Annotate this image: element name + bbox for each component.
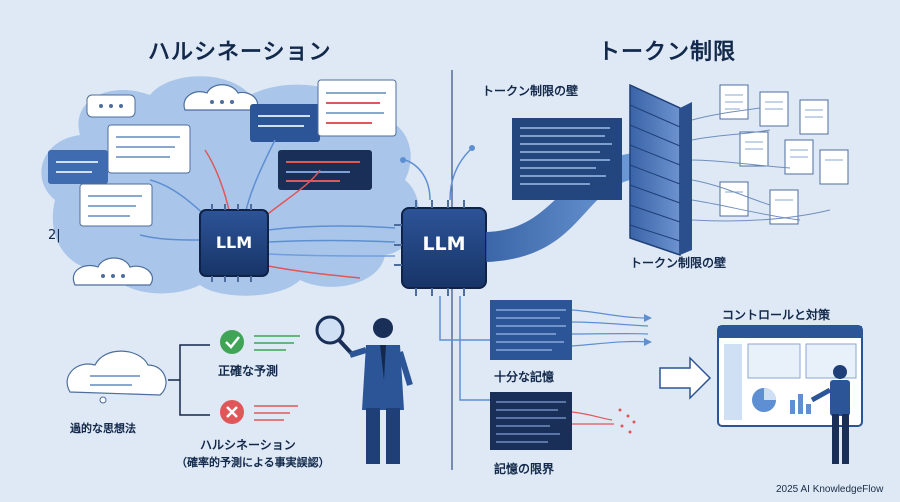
speech-bubble-icon <box>107 124 191 174</box>
speech-bubble-icon <box>86 94 136 118</box>
hallucination-sublabel: （確率的予測による事実誤認） <box>176 456 330 469</box>
thought-bubble-icon <box>66 350 167 404</box>
cloud-icon <box>72 257 153 286</box>
thinking-label: 過的な思想法 <box>70 422 136 435</box>
token-flow-ribbon <box>486 118 665 262</box>
circuit-lines <box>139 139 396 279</box>
memory-limit-panel <box>490 392 636 450</box>
document-icon <box>719 84 849 225</box>
control-label: コントロールと対策 <box>722 308 831 322</box>
hallucination-title: ハルシネーション <box>148 40 332 65</box>
branch-lines <box>168 344 210 416</box>
llm-chip-left-label: LLM <box>215 233 253 252</box>
correct-prediction-label: 正確な予測 <box>218 364 279 378</box>
person-icon <box>810 365 850 464</box>
cross-icon <box>220 400 298 424</box>
speech-bubble-icon <box>79 183 153 227</box>
footer-credit: 2025 AI KnowledgeFlow <box>776 484 884 495</box>
speech-bubble-icon <box>278 150 372 190</box>
scatter-lines <box>691 107 831 222</box>
cloud-icon <box>183 84 259 111</box>
memory-limit-label: 記憶の限界 <box>494 462 555 476</box>
llm-chip-left <box>199 204 269 282</box>
number-mark: 2| <box>48 228 61 243</box>
wall-icon <box>629 83 692 257</box>
hallucination-label: ハルシネーション <box>200 438 296 452</box>
document-lines <box>725 94 843 201</box>
sufficient-memory-label: 十分な記憶 <box>494 370 555 384</box>
speech-bubble-icon <box>317 79 397 137</box>
sufficient-memory-panel <box>490 300 652 360</box>
arrow-right-icon <box>659 356 712 400</box>
speech-bubble-icon <box>250 104 320 142</box>
dashboard-icon <box>717 325 863 427</box>
person-icon <box>349 318 413 464</box>
wall-label-bottom: トークン制限の壁 <box>630 256 727 270</box>
llm-chip-center-label: LLM <box>422 233 466 255</box>
token-limit-title: トークン制限 <box>598 40 737 65</box>
magnifier-icon <box>315 315 354 356</box>
wall-label-top: トークン制限の壁 <box>482 84 579 98</box>
speech-bubble-icon <box>48 150 108 184</box>
check-icon <box>220 330 300 354</box>
